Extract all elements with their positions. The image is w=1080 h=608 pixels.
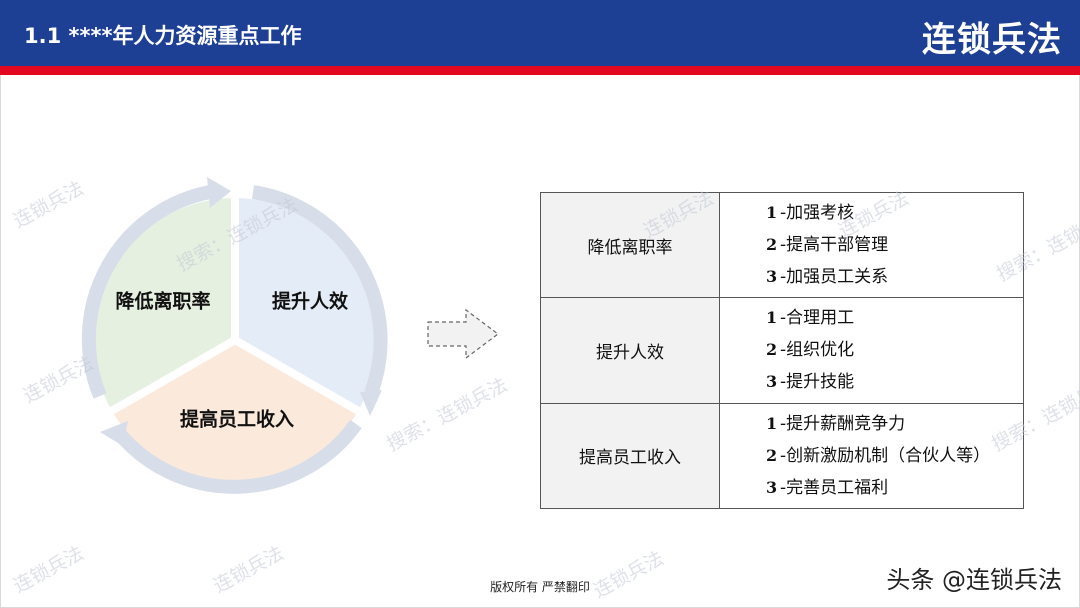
measure-item: 3-加强员工关系 [766,261,1023,293]
measure-item: 1-提升薪酬竞争力 [766,408,1023,440]
arrow-right-icon [427,308,499,360]
measure-text: -加强员工关系 [780,267,889,288]
author-credit: 头条 @连锁兵法 [886,566,1062,594]
measure-item: 3-完善员工福利 [766,472,1023,504]
brand-logo: 连锁兵法 [922,20,1062,60]
measure-number: 3 [766,372,778,392]
goal-cell: 降低离职率 [540,191,720,299]
measure-item: 2-创新激励机制（合伙人等） [766,440,1023,472]
header-bar: 1.1 ****年人力资源重点工作 连锁兵法 [0,0,1080,66]
hr-priorities-table: 降低离职率 1-加强考核 2-提高干部管理 3-加强员工关系 提升人效 1-合理… [540,191,1024,510]
measure-text: -提升薪酬竞争力 [780,413,906,434]
measure-text: -完善员工福利 [780,477,889,498]
measure-number: 1 [766,413,778,433]
goal-cell: 提高员工收入 [540,402,720,510]
header-accent-stripe [0,66,1080,75]
segment-label-efficiency: 提升人效 [271,290,349,313]
measure-number: 1 [766,203,778,223]
measure-item: 1-合理用工 [766,302,1023,334]
segment-label-reduce-turnover: 降低离职率 [115,290,211,313]
measure-text: -提升技能 [780,372,855,393]
table-row: 提高员工收入 1-提升薪酬竞争力 2-创新激励机制（合伙人等） 3-完善员工福利 [540,402,1024,510]
page-title: 1.1 ****年人力资源重点工作 [24,24,302,48]
measures-cell: 1-合理用工 2-组织优化 3-提升技能 [719,297,1024,404]
table-row: 提升人效 1-合理用工 2-组织优化 3-提升技能 [540,297,1024,404]
measure-text: -合理用工 [780,308,855,329]
measure-item: 2-提高干部管理 [766,229,1023,261]
measures-cell: 1-加强考核 2-提高干部管理 3-加强员工关系 [719,191,1024,299]
measure-item: 2-组织优化 [766,334,1023,366]
goal-cell: 提升人效 [540,297,720,404]
cycle-diagram: 降低离职率 提升人效 提高员工收入 [70,170,400,510]
measure-text: -组织优化 [780,340,855,361]
cycle-arrows [81,185,388,494]
measure-number: 2 [766,340,778,360]
measure-text: -提高干部管理 [780,235,889,256]
cycle-ring [81,177,388,494]
measure-number: 2 [766,445,778,465]
measure-number: 1 [766,308,778,328]
cycle-arrowheads [100,177,382,446]
measure-item: 1-加强考核 [766,197,1023,229]
measure-item: 3-提升技能 [766,366,1023,398]
watermark: 搜索：连锁兵法 [383,373,512,456]
measure-number: 3 [766,477,778,497]
measures-cell: 1-提升薪酬竞争力 2-创新激励机制（合伙人等） 3-完善员工福利 [719,402,1024,510]
measure-text: -创新激励机制（合伙人等） [780,445,991,466]
measure-number: 2 [766,235,778,255]
segment-label-income: 提高员工收入 [179,408,295,431]
measure-number: 3 [766,267,778,287]
copyright-notice: 版权所有 严禁翻印 [490,580,590,594]
table-row: 降低离职率 1-加强考核 2-提高干部管理 3-加强员工关系 [540,191,1024,299]
measure-text: -加强考核 [780,203,855,224]
